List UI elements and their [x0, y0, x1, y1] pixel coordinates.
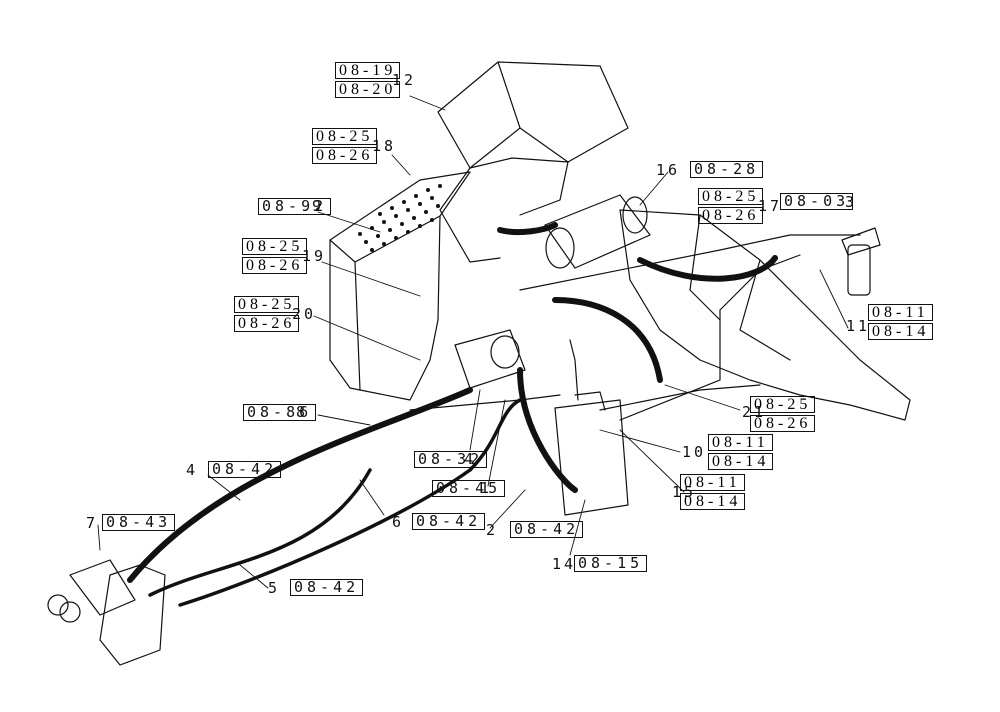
ref-box-08-26: 08-26	[698, 207, 764, 224]
hydraulic-pump	[454, 194, 651, 389]
item-number-11: 11	[846, 317, 871, 335]
ref-box-08-26: 08-26	[234, 315, 300, 332]
ref-box-08-45: 08-45	[432, 480, 506, 497]
ref-box-08-11: 08-11	[868, 304, 934, 321]
item-number-17: 17	[758, 197, 783, 215]
item-number-8: 8	[296, 403, 309, 421]
ref-box-08-25: 08-25	[242, 238, 308, 255]
hoses	[127, 222, 778, 583]
transmission-housing	[619, 209, 911, 421]
callout-group-18: 08-25 08-26	[312, 128, 378, 166]
ref-box-08-25: 08-25	[750, 396, 816, 413]
ref-box-08-42: 08-42	[290, 579, 364, 596]
ref-box-08-20: 08-20	[335, 81, 401, 98]
ref-box-08-28: 08-28	[690, 161, 764, 178]
ref-box-08-14: 08-14	[708, 453, 774, 470]
cab-panel	[437, 61, 629, 263]
hoses-thin	[148, 398, 522, 607]
callout-group-20: 08-25 08-26	[234, 296, 300, 334]
item-number-1: 1	[480, 479, 493, 497]
ref-box-08-42: 08-42	[510, 521, 584, 538]
leader-lines	[97, 95, 849, 589]
item-number-9: 9	[312, 197, 325, 215]
ref-box-08-14: 08-14	[680, 493, 746, 510]
filter-canister	[841, 227, 881, 296]
ref-box-08-11: 08-11	[708, 434, 774, 451]
item-number-3: 3	[845, 193, 858, 211]
callout-group-19: 08-25 08-26	[242, 238, 308, 276]
ref-box-08-25: 08-25	[312, 128, 378, 145]
item-number-5: 5	[268, 579, 281, 597]
perforated-cover	[329, 171, 471, 401]
item-number-7: 7	[86, 514, 99, 532]
item-number-4-upper: 4	[464, 450, 477, 468]
item-number-2: 2	[486, 521, 499, 539]
control-valve	[554, 339, 629, 516]
ref-box-08-19: 08-19	[335, 62, 401, 79]
item-number-15: 15	[672, 483, 697, 501]
item-number-18: 18	[372, 137, 397, 155]
callout-group-10: 08-11 08-14	[708, 434, 774, 472]
item-number-14: 14	[552, 555, 577, 573]
item-number-12: 12	[392, 71, 417, 89]
callout-group-11: 08-11 08-14	[868, 304, 934, 342]
ref-box-08-92: 08-92	[258, 198, 332, 215]
item-number-20: 20	[292, 305, 317, 323]
item-number-16: 16	[656, 161, 681, 179]
perforation-holes	[358, 184, 442, 252]
steering-valve	[47, 559, 166, 666]
item-number-6: 6	[392, 513, 405, 531]
ref-box-08-26: 08-26	[242, 257, 308, 274]
ref-box-08-26: 08-26	[750, 415, 816, 432]
ref-box-08-14: 08-14	[868, 323, 934, 340]
item-number-19: 19	[302, 247, 327, 265]
ref-box-08-43: 08-43	[102, 514, 176, 531]
callout-group-17: 08-25 08-26	[698, 188, 764, 226]
callout-group-12: 08-19 08-20	[335, 62, 401, 100]
ref-box-08-11: 08-11	[680, 474, 746, 491]
item-number-10: 10	[682, 443, 707, 461]
ref-box-08-32: 08-32	[414, 451, 488, 468]
ref-box-08-25: 08-25	[234, 296, 300, 313]
callout-group-21: 08-25 08-26	[750, 396, 816, 434]
ref-box-08-26: 08-26	[312, 147, 378, 164]
ref-box-08-42: 08-42	[208, 461, 282, 478]
callout-group-15: 08-11 08-14	[680, 474, 746, 512]
item-number-4: 4	[186, 461, 199, 479]
ref-box-08-03: 08-03	[780, 193, 854, 210]
ref-box-08-25: 08-25	[698, 188, 764, 205]
ref-box-08-86: 08-86	[243, 404, 317, 421]
ref-box-08-15: 08-15	[574, 555, 648, 572]
ref-box-08-42: 08-42	[412, 513, 486, 530]
